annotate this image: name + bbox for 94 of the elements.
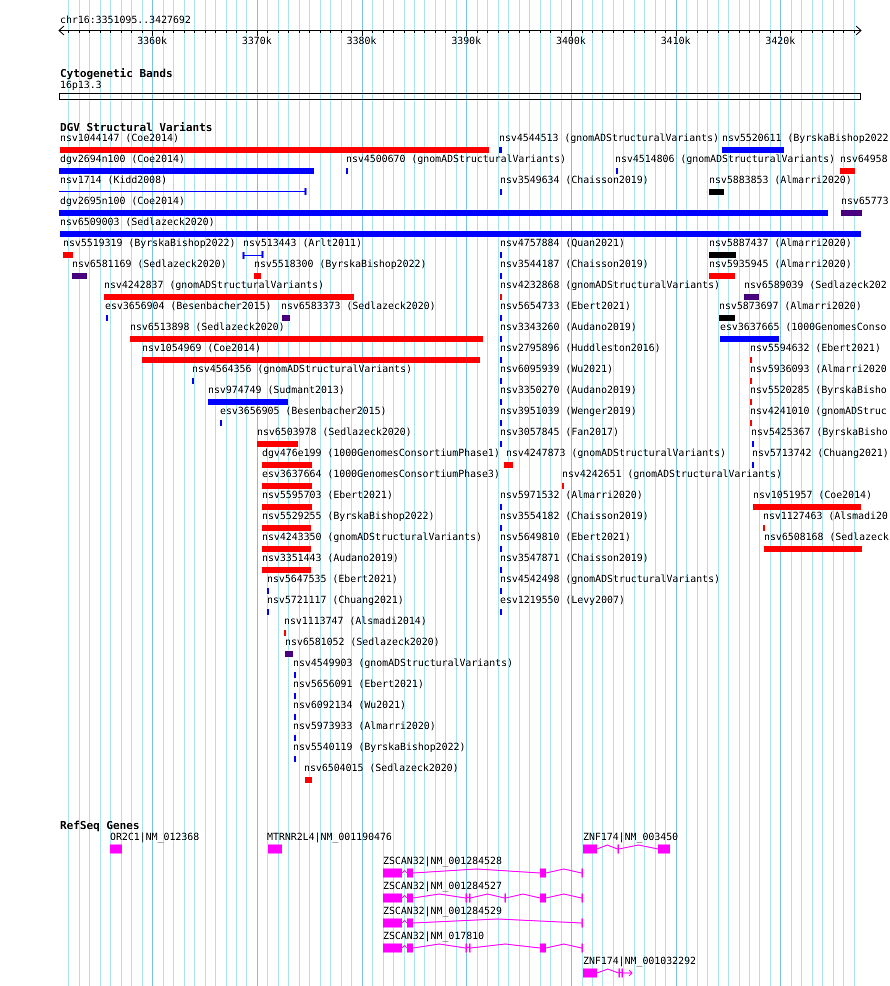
scale-label: 3410k [660,36,690,48]
feature-label: nsv5529255 (ByrskaBishop2022) [262,511,434,523]
feature-label: nsv6504015 (Sedlazeck2020) [304,763,459,775]
feature-label: nsv5971532 (Almarri2020) [500,490,643,502]
feature-label: esv3656904 (Besenbacher2015) [105,301,272,313]
feature-label: nsv5973933 (Almarri2020) [293,721,436,733]
feature-label: nsv65773 [841,196,889,208]
feature-label: nsv4242837 (gnomADStructuralVariants) [104,280,324,292]
feature-label: nsv5935945 (Almarri2020) [709,259,852,271]
feature-label: nsv4247873 (gnomADStructuralVariants) [506,448,726,460]
feature-label: nsv5595703 (Ebert2021) [262,490,393,502]
feature-label: nsv4500670 (gnomADStructuralVariants) [346,154,566,166]
feature-label: nsv1044147 (Coe2014) [60,133,179,145]
feature-label: nsv5721117 (Chuang2021) [267,595,404,607]
gene-label: ZSCAN32|NM_001284529 [383,906,502,918]
gene-label: OR2C1|NM_012368 [110,832,200,844]
feature-label: nsv5873697 (Almarri2020) [719,301,862,313]
feature-label: nsv3554182 (Chaisson2019) [500,511,649,523]
feature-label: nsv4514806 (gnomADStructuralVariants) [615,154,835,166]
feature-label: nsv5519319 (ByrskaBishop2022) [63,238,236,250]
scale-label: 3370k [242,36,272,48]
gene-label: ZSCAN32|NM_017810 [383,931,484,943]
feature-label: nsv4544513 (gnomADStructuralVariants) [499,133,719,145]
feature-label: nsv974749 (Sudmant2013) [208,385,345,397]
feature-label: nsv4564356 (gnomADStructuralVariants) [192,364,412,376]
feature-label: nsv4757884 (Quan2021) [500,238,625,250]
feature-label: esv3656905 (Besenbacher2015) [220,406,386,418]
feature-label: nsv6589039 (Sedlazeck202 [744,280,887,292]
feature-label: dgv476e199 (1000GenomesConsortiumPhase1) [262,448,500,460]
feature-label: nsv5647535 (Ebert2021) [267,574,398,586]
feature-label: esv1219550 (Levy2007) [500,595,625,607]
feature-label: nsv64958 [840,154,888,166]
feature-label: nsv4243350 (gnomADStructuralVariants) [262,532,482,544]
feature-label: nsv3544187 (Chaisson2019) [500,259,649,271]
scale-label: 3390k [451,36,482,48]
track-title: RefSeq Genes [60,819,140,832]
feature-label: nsv6503978 (Sedlazeck2020) [257,427,412,439]
feature-label: nsv3350270 (Audano2019) [500,385,637,397]
feature-label: nsv1127463 (Alsmadi20 [763,511,888,523]
scale-label: 3380k [346,36,376,48]
feature-label: nsv3549634 (Chaisson2019) [500,175,649,187]
feature-label: nsv1113747 (Alsmadi2014) [284,616,427,628]
feature-label: nsv5654733 (Ebert2021) [500,301,631,313]
feature-label: dgv2695n100 (Coe2014) [60,196,185,208]
feature-label: esv3637665 (1000GenomesConso [720,322,886,334]
feature-label: nsv4241010 (gnomADStruc [750,406,887,418]
feature-label: nsv4232868 (gnomADStructuralVariants) [500,280,720,292]
feature-label: nsv5887437 (Almarri2020) [709,238,852,250]
scale-label: 3420k [765,36,796,48]
feature-label: nsv6095939 (Wu2021) [500,364,613,376]
band-label: 16p13.3 [60,80,102,92]
feature-label: nsv5713742 (Chuang2021) [752,448,889,460]
gene-label: MTRNR2L4|NM_001190476 [267,832,392,844]
feature-label: nsv1051957 (Coe2014) [753,490,872,502]
feature-label: nsv3343260 (Audano2019) [500,322,637,334]
locus-label: chr16:3351095..3427692 [60,15,191,27]
track-title: Cytogenetic Bands [60,67,173,80]
feature-label: nsv4549903 (gnomADStructuralVariants) [293,658,513,670]
feature-label: nsv6581169 (Sedlazeck2020) [72,259,227,271]
feature-label: esv3637664 (1000GenomesConsortiumPhase3) [262,469,500,481]
feature-label: nsv4542498 (gnomADStructuralVariants) [500,574,720,586]
feature-label: nsv6513898 (Sedlazeck2020) [130,322,285,334]
feature-label: nsv513443 (Arlt2011) [243,238,362,250]
feature-label: nsv5425367 (ByrskaBisho [751,427,888,439]
feature-label: nsv3351443 (Audano2019) [262,553,399,565]
gene-label: ZSCAN32|NM_001284528 [383,856,502,868]
feature-label: nsv1054969 (Coe2014) [142,343,261,355]
feature-label: nsv5520611 (ByrskaBishop2022 [722,133,888,145]
feature-label: nsv6508168 (Sedlazeck [764,532,889,544]
feature-label: nsv5656091 (Ebert2021) [293,679,424,691]
gene-label: ZNF174|NM_003450 [583,832,678,844]
feature-label: nsv3057845 (Fan2017) [500,427,619,439]
feature-label: nsv5540119 (ByrskaBishop2022) [293,742,466,754]
feature-label: nsv5883853 (Almarri2020) [709,175,852,187]
feature-label: nsv1714 (Kidd2008) [60,175,168,187]
feature-label: dgv2694n100 (Coe2014) [60,154,185,166]
track-title: DGV Structural Variants [60,121,212,134]
feature-label: nsv6583373 (Sedlazeck2020) [281,301,436,313]
feature-label: nsv4242651 (gnomADStructuralVariants) [562,469,782,481]
gene-label: ZNF174|NM_001032292 [583,956,696,968]
feature-label: nsv3547871 (Chaisson2019) [500,553,649,565]
gene-label: ZSCAN32|NM_001284527 [383,881,502,893]
feature-label: nsv3951039 (Wenger2019) [500,406,637,418]
feature-label: nsv5936093 (Almarri2020 [750,364,887,376]
feature-label: nsv6092134 (Wu2021) [293,700,406,712]
feature-label: nsv5594632 (Ebert2021) [750,343,881,355]
scale-label: 3360k [137,36,167,48]
feature-label: nsv6509003 (Sedlazeck2020) [60,217,215,229]
feature-label: nsv5649810 (Ebert2021) [500,532,631,544]
feature-label: nsv5520285 (ByrskaBisho [750,385,887,397]
feature-label: nsv2795896 (Huddleston2016) [500,343,661,355]
feature-label: nsv5518300 (ByrskaBishop2022) [254,259,426,271]
feature-label: nsv6581052 (Sedlazeck2020) [285,637,440,649]
scale-label: 3400k [556,36,586,48]
